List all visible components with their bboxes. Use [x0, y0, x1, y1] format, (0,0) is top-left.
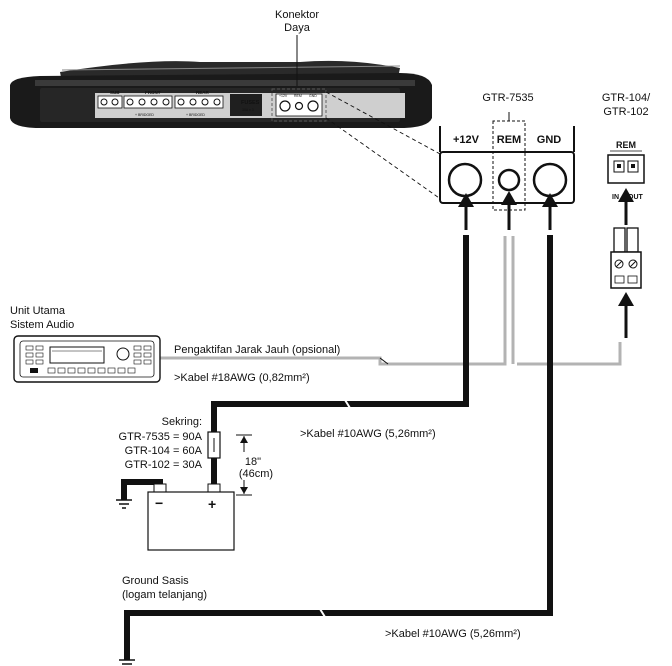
terminal-gnd-port: [532, 162, 568, 198]
battery-minus: −: [155, 495, 163, 511]
cable-18awg-label: >Kabel #18AWG (0,82mm²): [174, 372, 310, 384]
terminal-block-large: +12V REM GND: [439, 112, 575, 211]
head-unit-label-2: Sistem Audio: [10, 319, 74, 331]
ground-symbol-chassis: [119, 659, 135, 665]
fuse-line-1: GTR-7535 = 90A: [119, 431, 203, 443]
small-rem-connector: REM IN OUT: [607, 140, 645, 201]
distance-label-1: 18": [245, 456, 261, 468]
arrows: [458, 188, 634, 338]
remote-turn-on-label: Pengaktifan Jarak Jauh (opsional): [174, 344, 340, 356]
projection-line-lower: [325, 117, 443, 201]
terminal-rem-port: [497, 168, 521, 192]
projection-line-upper: [325, 91, 443, 156]
amp-pw-rem: REM: [294, 94, 302, 98]
small-out-label: OUT: [628, 194, 644, 201]
ground-symbol-battery: [116, 499, 132, 509]
power-connector-label-1: Konektor: [275, 9, 319, 21]
amp-rear-label: REAR: [196, 90, 210, 95]
terminal-12v-port: [447, 162, 483, 198]
chassis-ground-label-2: (logam telanjang): [122, 589, 207, 601]
amp-pw-gnd: GND: [309, 94, 317, 98]
power-connector-label-2: Daya: [284, 22, 311, 34]
head-unit-label-1: Unit Utama: [10, 305, 66, 317]
model-7535-label: GTR-7535: [482, 92, 533, 104]
cable-10awg-top-label: >Kabel #10AWG (5,26mm²): [300, 428, 436, 440]
fuse-line-3: GTR-102 = 30A: [125, 459, 203, 471]
small-rem-label: REM: [616, 140, 636, 150]
terminal-12v-label: +12V: [453, 134, 480, 146]
amp-connector-highlight: [271, 88, 327, 122]
amp-fuses-rating: 30A x 3: [242, 108, 254, 112]
amplifier: SUB FRONT + BRIDGED REAR + BRIDGED FUSES…: [10, 60, 432, 128]
amp-rear-bridged: + BRIDGED: [186, 113, 205, 117]
rem-dashed-outline: [492, 120, 526, 211]
small-in-label: IN: [612, 194, 619, 201]
amp-pw-12v: +12V: [279, 94, 288, 98]
terminal-gnd-label: GND: [537, 134, 562, 146]
chassis-ground-label-1: Ground Sasis: [122, 575, 189, 587]
amp-front-label: FRONT: [145, 90, 161, 95]
model-104-102-label-2: GTR-102: [603, 106, 648, 118]
distance-label-2: (46cm): [239, 468, 273, 480]
model-104-102-label-1: GTR-104/: [602, 92, 651, 104]
battery: − +: [147, 483, 235, 551]
terminal-rem-label: REM: [497, 134, 521, 146]
rem-plug: [610, 227, 642, 289]
ground-wire: [124, 235, 553, 660]
fuse-line-2: GTR-104 = 60A: [125, 445, 203, 457]
head-unit: [13, 335, 161, 383]
fuse-title: Sekring:: [162, 416, 202, 428]
battery-plus: +: [208, 496, 216, 512]
amp-sub-label: SUB: [110, 90, 120, 95]
amp-front-bridged: + BRIDGED: [135, 113, 154, 117]
distance-marker: 18" (46cm): [236, 434, 273, 496]
amp-fuses-label: FUSES: [241, 100, 260, 106]
cable-10awg-bottom-label: >Kabel #10AWG (5,26mm²): [385, 628, 521, 640]
